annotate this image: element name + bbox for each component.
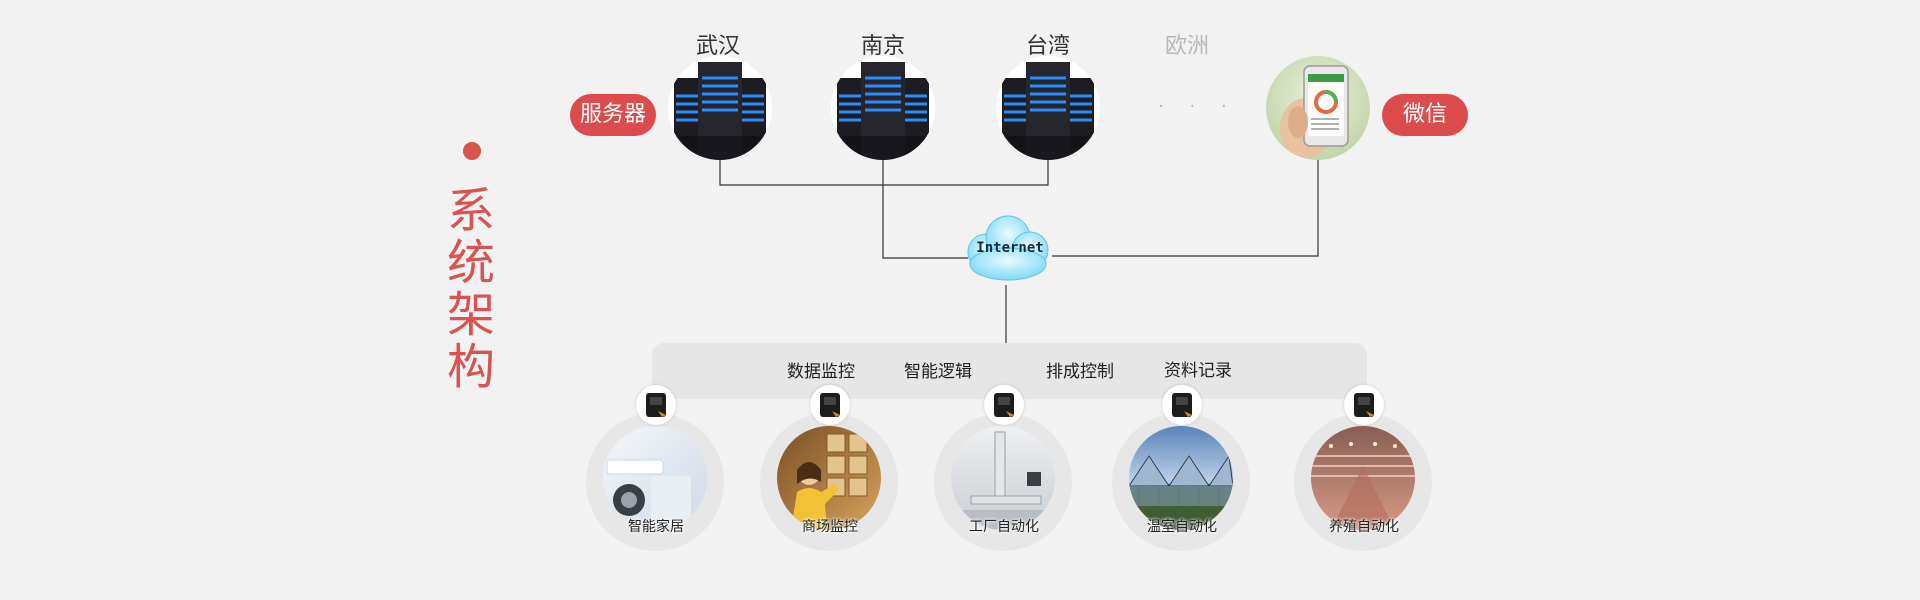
phone-icon [1266, 56, 1370, 160]
server-icon [831, 56, 935, 160]
mall-monitoring-image [777, 426, 881, 530]
title-char: 构 [446, 339, 495, 395]
city-label: 欧洲 [1164, 34, 1209, 59]
greenhouse-automation-image [1129, 426, 1233, 530]
title-bullet [463, 142, 481, 160]
more-ellipsis: · · · [1158, 96, 1237, 117]
wechat-badge: 微信 [1382, 94, 1468, 136]
city-label: 台湾 [1025, 34, 1070, 59]
feature-label: 资料记录 [1164, 361, 1232, 381]
title-char: 统 [446, 235, 495, 291]
controller-icon [810, 385, 850, 425]
title-char: 系 [446, 183, 495, 239]
section-title: 系 统 架 构 [445, 185, 497, 393]
controller-icon [636, 385, 676, 425]
server-icon [668, 56, 772, 160]
application-label: 养殖自动化 [1329, 519, 1399, 535]
smart-home-image [603, 426, 707, 530]
controller-icon [1162, 385, 1202, 425]
internet-cloud-icon [967, 215, 1049, 281]
application-label: 工厂自动化 [969, 519, 1039, 535]
wechat-badge-label: 微信 [1402, 102, 1447, 127]
city-label: 武汉 [695, 34, 740, 59]
feature-label: 数据监控 [787, 362, 855, 382]
internet-label: Internet [976, 240, 1044, 256]
feature-label: 排成控制 [1046, 362, 1114, 382]
application-label: 商场监控 [802, 519, 858, 535]
city-label: 南京 [860, 34, 905, 59]
factory-automation-image [951, 426, 1055, 530]
server-badge: 服务器 [570, 94, 656, 136]
feature-label: 智能逻辑 [904, 362, 972, 382]
controller-icon [1344, 385, 1384, 425]
application-label: 温室自动化 [1147, 519, 1217, 535]
server-badge-label: 服务器 [579, 102, 646, 127]
server-icon [996, 56, 1100, 160]
controller-icon [984, 385, 1024, 425]
breeding-automation-image [1311, 426, 1415, 530]
title-char: 架 [446, 287, 495, 343]
application-label: 智能家居 [628, 519, 684, 535]
